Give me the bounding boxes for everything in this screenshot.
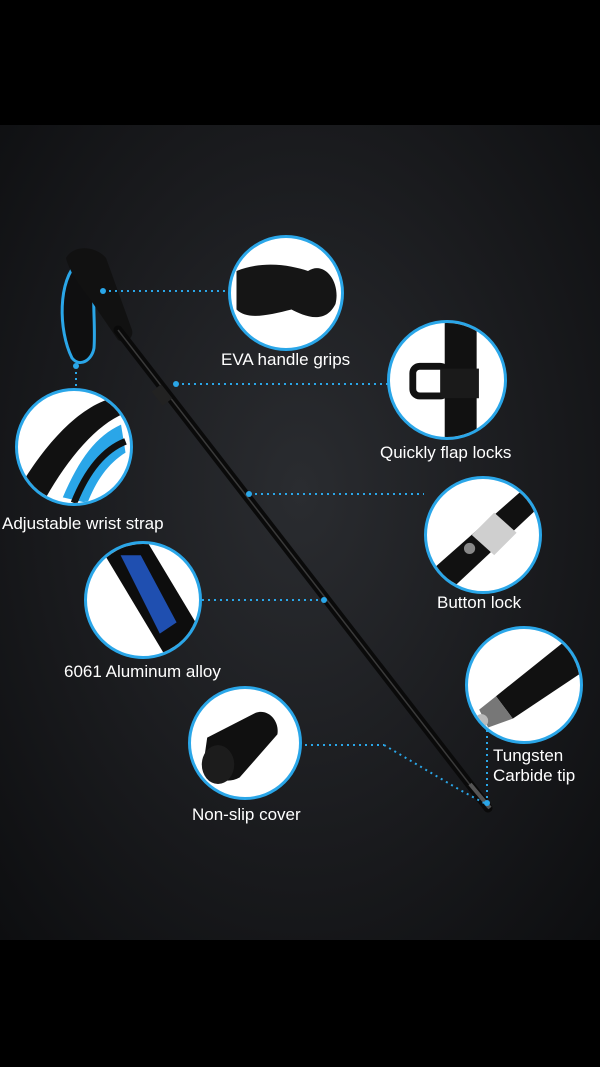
- tip-label-line1: Tungsten: [493, 746, 564, 765]
- eva-handle-detail: [228, 235, 344, 351]
- cover-detail: [188, 686, 302, 800]
- eva-handle-label: EVA handle grips: [221, 350, 351, 369]
- button-lock-detail: [424, 476, 542, 594]
- handle: [66, 248, 133, 342]
- aluminum-label: 6061 Aluminum alloy: [64, 662, 221, 681]
- flap-locks-label: Quickly flap locks: [380, 443, 512, 462]
- wrist-strap-label: Adjustable wrist strap: [2, 514, 164, 533]
- connector-lines: [75, 290, 488, 804]
- tip-detail: [465, 626, 583, 744]
- aluminum-detail: [84, 541, 202, 659]
- cover-label: Non-slip cover: [192, 805, 301, 824]
- tip-label-line2: Carbide tip: [493, 766, 576, 785]
- button-lock-label: Button lock: [437, 593, 522, 612]
- wrist-strap-detail: [15, 388, 133, 506]
- flap-lock-detail: [387, 320, 507, 440]
